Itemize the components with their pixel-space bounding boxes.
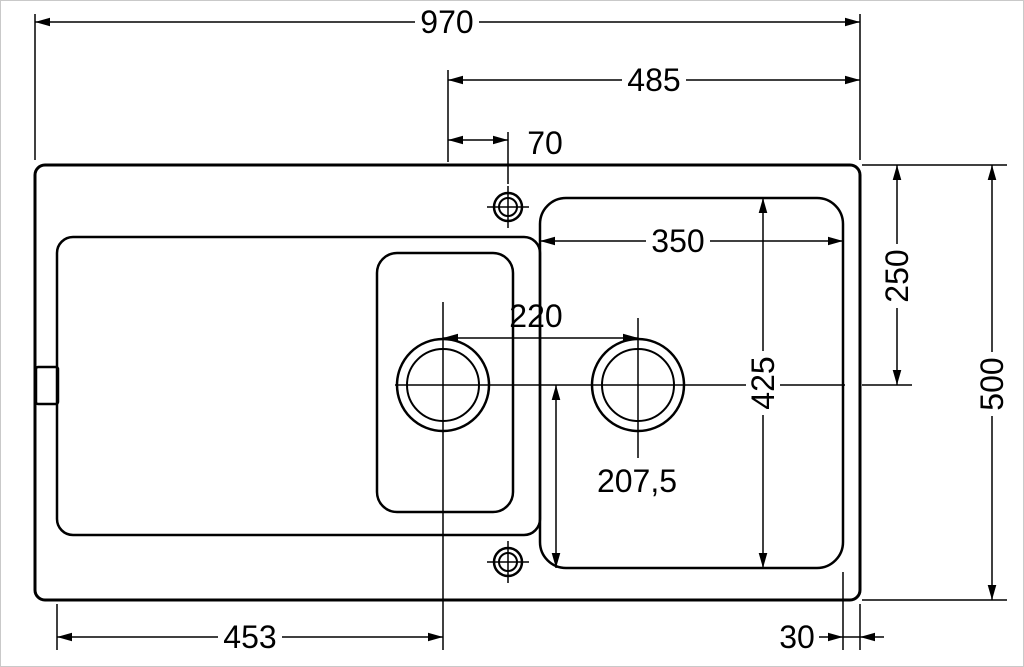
- dim-70-label: 70: [527, 125, 563, 161]
- dim-970-label-bg: [415, 5, 479, 39]
- main-bowl-outline: [538, 196, 845, 570]
- dim-220-label: 220: [509, 298, 562, 334]
- dim-425-label-bg: [746, 351, 780, 415]
- dim-350-arrow-left: [540, 236, 555, 246]
- dim-453-label-bg: [218, 620, 282, 654]
- dim-220-arrow-right: [623, 333, 638, 343]
- dim-453-label: 453: [223, 619, 276, 655]
- dim-207-5-label: 207,5: [597, 463, 677, 499]
- left-drain-hole-outer: [395, 337, 491, 433]
- dim-220-arrow-left: [443, 333, 458, 343]
- dim-70-arrow-left: [448, 135, 463, 145]
- dim-70-arrow-right: [493, 135, 508, 145]
- right-drain-hole-outer: [590, 337, 686, 433]
- dim-250-label-bg: [880, 244, 914, 308]
- dim-350-arrow-right: [828, 236, 843, 246]
- dim-30-label: 30: [779, 619, 815, 655]
- dim-30-arrow-right: [860, 632, 875, 642]
- dim-207-5-arrow-bottom: [551, 553, 561, 568]
- drainboard-outline: [55, 235, 542, 537]
- dim-350-label: 350: [651, 223, 704, 259]
- dim-207-5-arrow-top: [551, 385, 561, 400]
- dim-453-arrow-left: [57, 632, 72, 642]
- dim-485-arrow-right: [845, 75, 860, 85]
- dim-500-arrow-top: [987, 165, 997, 180]
- dim-485-label-bg: [622, 63, 686, 97]
- dim-250-arrow-top: [892, 165, 902, 180]
- dim-425-label: 425: [745, 356, 781, 409]
- overflow-slot: [34, 365, 60, 406]
- dim-500-label-bg: [975, 352, 1009, 416]
- right-drain-hole-inner: [601, 348, 675, 422]
- dim-500-label: 500: [974, 357, 1010, 410]
- dim-970-arrow-right: [845, 17, 860, 27]
- dim-500-arrow-bottom: [987, 585, 997, 600]
- half-bowl-outline: [375, 251, 515, 514]
- dim-30-arrow-left: [828, 632, 843, 642]
- dim-250-label: 250: [879, 249, 915, 302]
- dim-350-label-bg: [646, 224, 710, 258]
- dim-425-arrow-bottom: [758, 553, 768, 568]
- dim-970-arrow-left: [35, 17, 50, 27]
- dim-250-arrow-bottom: [892, 370, 902, 385]
- dim-485-label: 485: [627, 62, 680, 98]
- dim-485-arrow-left: [448, 75, 463, 85]
- dim-453-arrow-right: [428, 632, 443, 642]
- dim-425-arrow-top: [758, 198, 768, 213]
- dim-970-label: 970: [420, 4, 473, 40]
- left-drain-hole-inner: [406, 348, 480, 422]
